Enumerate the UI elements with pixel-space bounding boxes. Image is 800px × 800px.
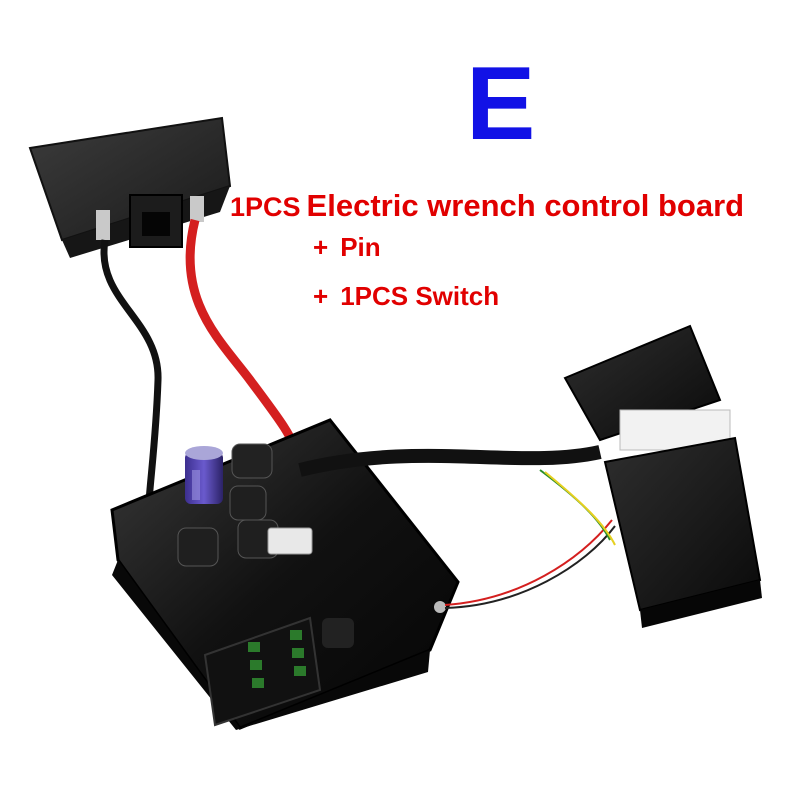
black-power-wire bbox=[100, 239, 162, 516]
led-bulb bbox=[434, 601, 446, 613]
led-panel bbox=[203, 616, 354, 727]
caption-line-switch: +1PCS Switch bbox=[313, 283, 499, 309]
control-board bbox=[110, 418, 460, 730]
board-quantity: 1PCS bbox=[230, 192, 301, 222]
switch-description: 1PCS Switch bbox=[340, 281, 500, 311]
wire-connector bbox=[267, 527, 313, 555]
plus-sign-pin: + bbox=[313, 232, 329, 262]
board-description: Electric wrench control board bbox=[306, 188, 745, 223]
caption-line-pin: + Pin bbox=[313, 234, 381, 260]
capacitor bbox=[185, 446, 223, 504]
variant-letter: E bbox=[466, 46, 536, 162]
wire-bundle bbox=[298, 445, 602, 477]
battery-terminal-plate bbox=[28, 116, 232, 258]
plus-sign-switch: + bbox=[313, 281, 329, 311]
pin-description: Pin bbox=[340, 232, 381, 262]
red-power-wire bbox=[185, 218, 301, 456]
trigger-switch bbox=[563, 324, 762, 628]
